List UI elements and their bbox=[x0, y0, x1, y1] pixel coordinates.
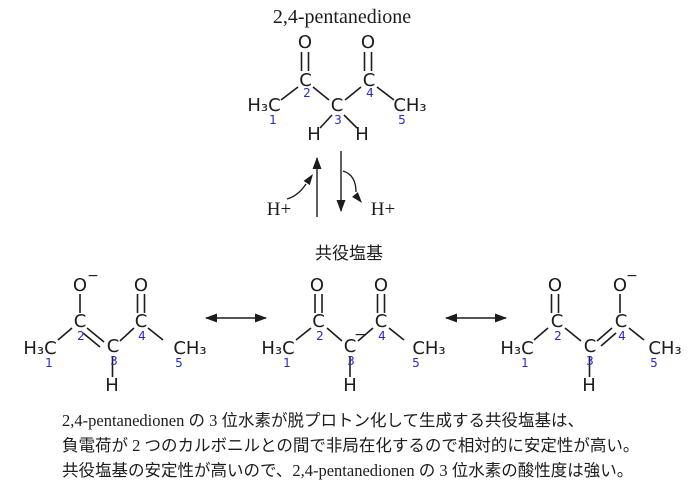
bond bbox=[533, 327, 549, 341]
curved-arrow bbox=[342, 170, 357, 193]
carbon-number-3: 3 bbox=[110, 354, 118, 368]
carbon-number-5: 5 bbox=[412, 356, 420, 370]
bond bbox=[86, 327, 105, 343]
bond bbox=[564, 327, 582, 342]
methyl-group: H₃C bbox=[500, 338, 533, 359]
oxygen-atom: O bbox=[361, 32, 375, 53]
explanation-text: 2,4-pentanedionen の 3 位水素が脱プロトン化して生成する共役… bbox=[62, 408, 672, 483]
oxygen-anion-atom: O bbox=[73, 275, 87, 296]
bond bbox=[344, 86, 362, 101]
resonance-structure-right: O O − C C 2 4 H₃C C CH₃ 1 3 5 H bbox=[500, 268, 681, 396]
carbon-number-3: 3 bbox=[334, 113, 342, 127]
hydrogen-atom: H bbox=[582, 375, 596, 396]
hydrogen-atom: H bbox=[355, 124, 369, 145]
bond bbox=[319, 114, 333, 129]
bond bbox=[82, 332, 101, 348]
carbon-4-atom: C bbox=[615, 311, 628, 332]
hydrogen-atom: H bbox=[343, 375, 357, 396]
carbon-number-1: 1 bbox=[269, 113, 277, 127]
carbon-number-1: 1 bbox=[45, 356, 53, 370]
bond-group-left bbox=[57, 294, 164, 377]
equilibrium-arrows: H+ H+ bbox=[267, 151, 395, 220]
bond bbox=[343, 114, 358, 129]
carbon-3-atom: C bbox=[107, 336, 120, 357]
carbon-number-4: 4 bbox=[366, 86, 374, 100]
minus-charge: − bbox=[354, 327, 366, 343]
h-plus-label-left: H+ bbox=[267, 199, 291, 220]
bond-group-right bbox=[533, 294, 645, 377]
bond bbox=[280, 86, 299, 101]
carbon-number-4: 4 bbox=[378, 329, 386, 343]
bond bbox=[388, 327, 405, 341]
carbanion-3-atom: C bbox=[344, 336, 357, 357]
hydrogen-atom: H bbox=[105, 375, 119, 396]
carbon-number-3: 3 bbox=[347, 354, 355, 368]
explanation-line-2: 負電荷が 2 つのカルボニルとの間で非局在化するので相対的に安定性が高い。 bbox=[62, 436, 640, 455]
bond bbox=[57, 327, 73, 341]
bond bbox=[326, 327, 343, 342]
carbon-number-4: 4 bbox=[618, 329, 626, 343]
carbon-number-2: 2 bbox=[303, 86, 311, 100]
carbon-number-2: 2 bbox=[316, 329, 324, 343]
carbon-number-1: 1 bbox=[283, 356, 291, 370]
carbon-2-atom: C bbox=[299, 70, 312, 91]
oxygen-atom: O bbox=[298, 32, 312, 53]
methyl-group: H₃C bbox=[247, 95, 280, 116]
carbon-number-3: 3 bbox=[586, 354, 594, 368]
methyl-group: CH₃ bbox=[412, 338, 445, 359]
explanation-line-1: 2,4-pentanedionen の 3 位水素が脱プロトン化して生成する共役… bbox=[62, 411, 584, 430]
bond bbox=[600, 332, 617, 347]
conjugate-base-label: 共役塩基 bbox=[315, 244, 383, 263]
bond bbox=[295, 327, 312, 341]
bond-group-center bbox=[295, 294, 405, 377]
resonance-structure-left: O − O C C 2 4 H₃C C CH₃ 1 3 5 H bbox=[23, 268, 206, 396]
carbon-number-5: 5 bbox=[650, 356, 658, 370]
carbon-number-5: 5 bbox=[175, 356, 183, 370]
oxygen-atom: O bbox=[374, 275, 388, 296]
minus-charge: − bbox=[626, 268, 638, 284]
carbon-3-atom: C bbox=[584, 336, 597, 357]
oxygen-atom: O bbox=[310, 275, 324, 296]
methyl-group: H₃C bbox=[261, 338, 294, 359]
bond bbox=[628, 327, 645, 341]
carbon-4-atom: C bbox=[363, 70, 376, 91]
methyl-group: CH₃ bbox=[173, 338, 206, 359]
carbon-2-atom: C bbox=[312, 311, 325, 332]
bond bbox=[376, 86, 395, 101]
carbon-number-5: 5 bbox=[398, 113, 406, 127]
bond bbox=[312, 86, 330, 101]
explanation-line-3: 共役塩基の安定性が高いので、2,4-pentanedionen の 3 位水素の… bbox=[62, 461, 634, 480]
bond bbox=[596, 327, 613, 342]
resonance-structure-center: O O C C 2 4 H₃C C − CH₃ 1 3 5 H bbox=[261, 275, 445, 396]
molecule-title: 2,4-pentanedione bbox=[272, 6, 412, 28]
curved-arrowhead bbox=[303, 174, 313, 186]
carbon-2-atom: C bbox=[551, 311, 564, 332]
carbon-4-atom: C bbox=[375, 311, 388, 332]
bond bbox=[147, 327, 164, 341]
hydrogen-atom: H bbox=[307, 124, 321, 145]
oxygen-anion-atom: O bbox=[613, 275, 627, 296]
methyl-group: CH₃ bbox=[393, 95, 426, 116]
minus-charge: − bbox=[87, 268, 99, 284]
pentanedione-structure: O O C C 2 4 H₃C C CH₃ 1 3 5 H H bbox=[247, 32, 426, 145]
h-plus-label-right: H+ bbox=[371, 199, 395, 220]
methyl-group: CH₃ bbox=[648, 338, 681, 359]
carbon-3-atom: C bbox=[331, 95, 344, 116]
oxygen-atom: O bbox=[548, 275, 562, 296]
methyl-group: H₃C bbox=[23, 338, 56, 359]
carbon-number-1: 1 bbox=[521, 356, 529, 370]
bond bbox=[357, 327, 374, 342]
curved-arrow bbox=[286, 183, 307, 200]
carbon-number-2: 2 bbox=[77, 329, 85, 343]
oxygen-atom: O bbox=[134, 275, 148, 296]
bond bbox=[119, 327, 135, 342]
bond-group-top bbox=[280, 52, 395, 129]
carbon-4-atom: C bbox=[135, 311, 148, 332]
carbon-number-2: 2 bbox=[554, 329, 562, 343]
carbon-2-atom: C bbox=[74, 311, 87, 332]
curved-arrowhead bbox=[352, 192, 362, 203]
carbon-number-4: 4 bbox=[138, 329, 146, 343]
